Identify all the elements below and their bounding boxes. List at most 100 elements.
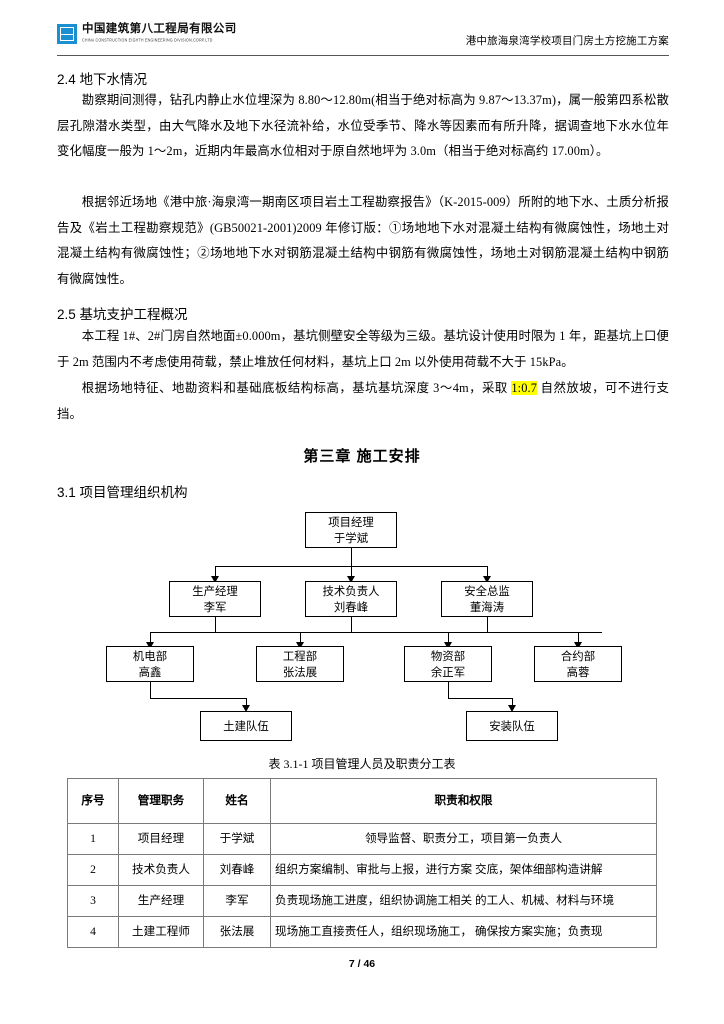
org-box-name: 董海涛 — [469, 601, 505, 614]
heading-2-5: 2.5 基坑支护工程概况 — [57, 307, 188, 322]
org-arrow-icon — [146, 642, 154, 649]
org-box-title: 安装队伍 — [489, 720, 535, 733]
company-logo-text: 中国建筑第八工程局有限公司 CHINA CONSTRUCTION EIGHTH … — [82, 23, 237, 42]
cell-post: 技术负责人 — [118, 854, 204, 886]
org-connector — [448, 682, 449, 698]
org-connector — [351, 566, 352, 578]
org-connector — [246, 698, 247, 707]
cell-post: 土建工程师 — [118, 916, 204, 948]
table-header-no: 序号 — [67, 778, 119, 824]
org-arrow-icon — [347, 576, 355, 583]
org-box-civil-team: 土建队伍 — [200, 711, 292, 741]
org-box-name: 高鑫 — [138, 666, 162, 679]
org-arrow-icon — [508, 705, 516, 712]
org-box-name: 张法展 — [282, 666, 318, 679]
org-box-title: 合约部 — [560, 650, 596, 663]
org-arrow-icon — [444, 642, 452, 649]
table-row: 4 土建工程师 张法展 现场施工直接责任人，组织现场施工， 确保按方案实施；负责… — [67, 916, 657, 948]
org-box-title: 土建队伍 — [223, 720, 269, 733]
org-connector — [351, 548, 352, 566]
cell-name: 李军 — [203, 885, 271, 917]
paragraph-2-5-2: 根据场地特征、地勘资料和基础底板结构标高，基坑基坑深度 3～4m，采取 1:0.… — [57, 376, 669, 427]
cell-no: 4 — [67, 916, 119, 948]
org-arrow-icon — [296, 642, 304, 649]
org-box-technical-lead: 技术负责人 刘春峰 — [305, 581, 397, 617]
chapter-title: 第三章 施工安排 — [303, 448, 421, 465]
org-box-title: 技术负责人 — [322, 585, 380, 598]
org-arrow-icon — [574, 642, 582, 649]
document-title-header: 港中旅海泉湾学校项目门房土方挖施工方案 — [465, 36, 669, 47]
org-connector-bus — [448, 698, 512, 699]
table-header-post: 管理职务 — [118, 778, 204, 824]
table-header-name: 姓名 — [203, 778, 271, 824]
org-connector — [150, 632, 151, 644]
org-connector-bus — [150, 632, 602, 633]
company-logo: 中国建筑第八工程局有限公司 CHINA CONSTRUCTION EIGHTH … — [57, 23, 237, 44]
company-name-cn: 中国建筑第八工程局有限公司 — [82, 23, 237, 35]
heading-3-1: 3.1 项目管理组织机构 — [57, 485, 188, 500]
cell-name: 刘春峰 — [203, 854, 271, 886]
paragraph-2-5-2-after: 自然放坡，可不进行支挡。 — [57, 381, 669, 421]
org-connector — [351, 617, 352, 632]
highlighted-slope-ratio: 1:0.7 — [511, 381, 537, 395]
heading-2-4: 2.4 地下水情况 — [57, 72, 148, 87]
org-box-materials-dept: 物资部 余正军 — [404, 646, 492, 682]
paragraph-2-5-1: 本工程 1#、2#门房自然地面±0.000m，基坑侧壁安全等级为三级。基坑设计使… — [57, 329, 669, 369]
org-box-safety-director: 安全总监 董海涛 — [441, 581, 533, 617]
cell-post: 生产经理 — [118, 885, 204, 917]
cell-duty: 负责现场施工进度，组织协调施工相关 的工人、机械、材料与环境 — [270, 885, 657, 917]
cell-no: 3 — [67, 885, 119, 917]
paragraph-2-4-1: 勘察期间测得，钻孔内静止水位埋深为 8.80～12.80m(相当于绝对标高为 9… — [57, 93, 669, 158]
org-connector — [215, 566, 216, 578]
org-box-title: 工程部 — [282, 650, 318, 663]
company-name-en: CHINA CONSTRUCTION EIGHTH ENGINEERING DI… — [82, 37, 213, 42]
org-box-production-manager: 生产经理 李军 — [169, 581, 261, 617]
page-number: 7 / 46 — [348, 958, 376, 970]
table-row: 3 生产经理 李军 负责现场施工进度，组织协调施工相关 的工人、机械、材料与环境 — [67, 885, 657, 917]
org-connector — [512, 698, 513, 707]
org-arrow-icon — [242, 705, 250, 712]
cell-duty: 组织方案编制、审批与上报，进行方案 交底，架体细部构造讲解 — [270, 854, 657, 886]
cell-duty: 现场施工直接责任人，组织现场施工， 确保按方案实施；负责现 — [270, 916, 657, 948]
cell-name: 张法展 — [203, 916, 271, 948]
cell-name: 于学斌 — [203, 823, 271, 855]
table-caption: 表 3.1-1 项目管理人员及职责分工表 — [268, 757, 456, 771]
org-box-name: 于学斌 — [333, 532, 369, 545]
responsibility-table: 序号 管理职务 姓名 职责和权限 1 项目经理 于学斌 领导监督、职责分工，项目… — [67, 778, 657, 948]
org-box-name: 刘春峰 — [333, 601, 369, 614]
paragraph-2-5-2-before: 根据场地特征、地勘资料和基础底板结构标高，基坑基坑深度 3～4m，采取 — [81, 381, 512, 395]
cell-no: 2 — [67, 854, 119, 886]
cell-no: 1 — [67, 823, 119, 855]
org-arrow-icon — [211, 576, 219, 583]
org-box-installation-team: 安装队伍 — [466, 711, 558, 741]
cell-duty: 领导监督、职责分工，项目第一负责人 — [270, 823, 657, 855]
org-arrow-icon — [483, 576, 491, 583]
org-box-title: 生产经理 — [192, 585, 238, 598]
org-box-title: 机电部 — [132, 650, 168, 663]
company-logo-icon — [57, 24, 77, 44]
org-box-name: 李军 — [203, 601, 227, 614]
org-box-name: 余正军 — [430, 666, 466, 679]
org-connector — [300, 632, 301, 644]
org-connector-bus — [150, 698, 246, 699]
org-connector — [487, 566, 488, 578]
table-header-row: 序号 管理职务 姓名 职责和权限 — [67, 778, 657, 824]
org-connector — [150, 682, 151, 698]
header-divider — [57, 55, 669, 56]
paragraph-2-4-2: 根据邻近场地《港中旅·海泉湾一期南区项目岩土工程勘察报告》（K-2015-009… — [57, 195, 669, 286]
table-header-duty: 职责和权限 — [270, 778, 657, 824]
org-box-electromechanical-dept: 机电部 高鑫 — [106, 646, 194, 682]
page-header: 中国建筑第八工程局有限公司 CHINA CONSTRUCTION EIGHTH … — [57, 22, 669, 58]
org-connector — [215, 617, 216, 632]
org-connector — [487, 617, 488, 632]
org-box-engineering-dept: 工程部 张法展 — [256, 646, 344, 682]
org-box-title: 物资部 — [430, 650, 466, 663]
org-box-project-manager: 项目经理 于学斌 — [305, 512, 397, 548]
table-row: 1 项目经理 于学斌 领导监督、职责分工，项目第一负责人 — [67, 823, 657, 855]
org-connector — [578, 632, 579, 644]
table-row: 2 技术负责人 刘春峰 组织方案编制、审批与上报，进行方案 交底，架体细部构造讲… — [67, 854, 657, 886]
cell-post: 项目经理 — [118, 823, 204, 855]
org-box-contract-dept: 合约部 高蓉 — [534, 646, 622, 682]
org-box-title: 项目经理 — [328, 516, 374, 529]
